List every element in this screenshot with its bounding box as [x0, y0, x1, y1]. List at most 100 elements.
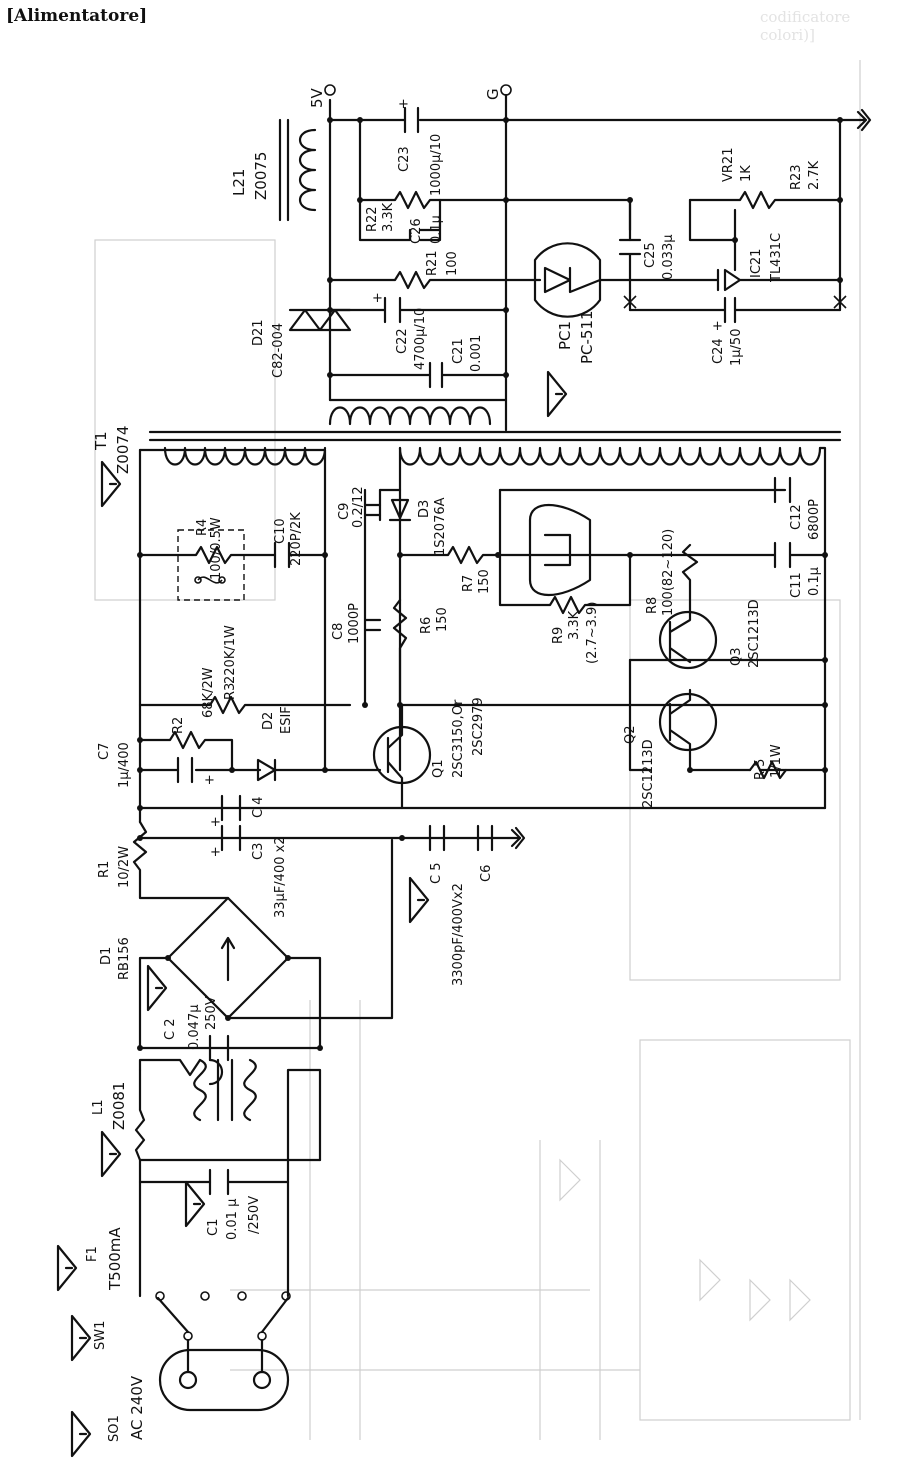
- label-c5: C 5: [429, 863, 444, 884]
- optocoupler-outline: [528, 503, 592, 597]
- label-c3: C3: [251, 843, 266, 860]
- label-r4: R4: [195, 519, 210, 536]
- label-c3-c4-value: 33µF/400 x2: [273, 836, 288, 918]
- switch-sw1: [156, 1296, 290, 1334]
- line-filter-l1: [193, 1058, 257, 1122]
- bridge-rectifier-d1: [132, 820, 394, 1021]
- label-plus: +: [210, 845, 221, 860]
- label-r7-value: 150: [477, 569, 492, 594]
- label-c2: C 2: [163, 1019, 178, 1040]
- component-labels: SO1 AC 240V SW1 F1 T500mA C1 0.01 µ /250…: [85, 87, 822, 1442]
- label-c1-voltage: /250V: [247, 1196, 262, 1234]
- ac-socket-so1: [158, 1348, 290, 1412]
- label-c7: C7: [97, 743, 112, 760]
- label-c22-value: 4700µ/10: [413, 308, 428, 370]
- label-c1: C1: [206, 1219, 221, 1236]
- label-d2: D2: [261, 712, 276, 730]
- label-d3: D3: [417, 500, 432, 518]
- label-c10: C10: [273, 518, 288, 544]
- label-q1-value: 2SC3150,Or: [451, 699, 466, 778]
- warning-icon: [146, 964, 168, 1012]
- label-r4-value: 100/0.5W: [209, 517, 224, 580]
- warning-icon: [408, 876, 430, 924]
- label-c5-c6-value: 3300pF/400Vx2: [451, 883, 466, 986]
- label-r21-value: 100: [445, 251, 460, 276]
- label-r3-value: 220K/1W: [223, 625, 238, 684]
- label-r22-value: 3.3K: [381, 202, 396, 232]
- label-q2: Q2: [623, 725, 638, 744]
- optocoupler-pc1: [533, 242, 602, 318]
- label-l1: L1: [91, 1099, 106, 1115]
- warning-icon: [70, 1314, 92, 1362]
- label-r1: R1: [97, 861, 112, 878]
- label-plus: +: [712, 319, 723, 334]
- label-c4: C 4: [251, 797, 266, 818]
- label-sw1: SW1: [93, 1321, 108, 1350]
- label-c24-value: 1µ/50: [729, 329, 744, 366]
- label-c10-value: 220P/2K: [289, 512, 304, 566]
- label-r6: R6: [419, 617, 434, 634]
- label-pc1-value: PC-511: [578, 310, 596, 364]
- label-ac: AC 240V: [128, 1375, 146, 1440]
- label-d3-value: 1S2076A: [433, 497, 448, 556]
- label-q3: Q3: [729, 647, 744, 666]
- bleed-through-background: [94, 60, 861, 1440]
- label-so1: SO1: [107, 1415, 122, 1442]
- label-c8-value: 1000P: [347, 603, 362, 644]
- label-ic21: IC21: [749, 249, 764, 278]
- label-f1: F1: [85, 1246, 100, 1262]
- label-5v: 5V: [308, 87, 326, 108]
- label-r3: R3: [223, 683, 238, 700]
- label-r23: R23: [789, 164, 804, 190]
- mains-input-section: [134, 956, 323, 1412]
- label-r8-value: 100(82~120): [661, 529, 676, 616]
- warning-icon: [184, 1180, 206, 1228]
- label-r23-value: 2.7K: [807, 160, 822, 190]
- label-t1: T1: [92, 431, 110, 451]
- label-c22: C22: [395, 328, 410, 354]
- label-d21-value: C82-004: [271, 323, 286, 378]
- label-r9: R9: [551, 627, 566, 644]
- label-r2: R2: [171, 717, 186, 734]
- label-plus: +: [204, 773, 215, 788]
- r4-c10-snubber: [137, 448, 328, 772]
- label-r7: R7: [461, 575, 476, 592]
- label-d21: D21: [251, 319, 266, 346]
- label-d1-value: RB156: [117, 937, 132, 980]
- label-r9-range: (2.7~3.9): [585, 602, 600, 664]
- label-c8: C8: [331, 623, 346, 640]
- label-r5: R 5: [753, 759, 768, 780]
- label-c9-value: 0.2/12: [351, 486, 366, 528]
- label-c21: C21: [451, 338, 466, 364]
- label-t1-value: Z0074: [114, 426, 132, 474]
- label-l21-value: Z0075: [252, 152, 270, 200]
- label-c11-value: 0.1µ: [807, 567, 822, 596]
- label-c12-value: 6800P: [807, 499, 822, 540]
- q2-q3-section: [398, 476, 828, 780]
- label-vr21: VR21: [721, 148, 736, 182]
- label-c11: C11: [789, 572, 804, 598]
- label-plus: +: [398, 97, 409, 112]
- warning-icons: [56, 370, 568, 1458]
- label-c21-value: 0.001: [469, 335, 484, 372]
- label-c23-value: 1000µ/10: [429, 134, 444, 196]
- label-c25-value: 0.033µ: [661, 235, 676, 281]
- snubber-section: [137, 695, 382, 784]
- label-r1-value: 10/2W: [117, 846, 132, 888]
- label-r9-value: 3.3K: [567, 610, 582, 640]
- label-l21: L21: [230, 169, 248, 196]
- label-r22: R22: [365, 206, 380, 232]
- label-c25: C25: [643, 242, 658, 268]
- label-c7-value: 1µ/400: [117, 742, 132, 788]
- label-c1-value: 0.01 µ: [225, 1199, 240, 1240]
- label-c26: C26: [409, 218, 424, 244]
- label-r5-value: 1/1W: [769, 744, 784, 778]
- label-c6: C6: [479, 865, 494, 882]
- page-title: [Alimentatore]: [6, 6, 148, 26]
- transformer-t1: [148, 406, 842, 810]
- warning-icon: [100, 1130, 122, 1178]
- q1-driver-section: [362, 488, 632, 810]
- warning-icon: [100, 460, 122, 508]
- label-r8: R8: [645, 597, 660, 614]
- label-r2-value: 68K/2W: [201, 667, 216, 718]
